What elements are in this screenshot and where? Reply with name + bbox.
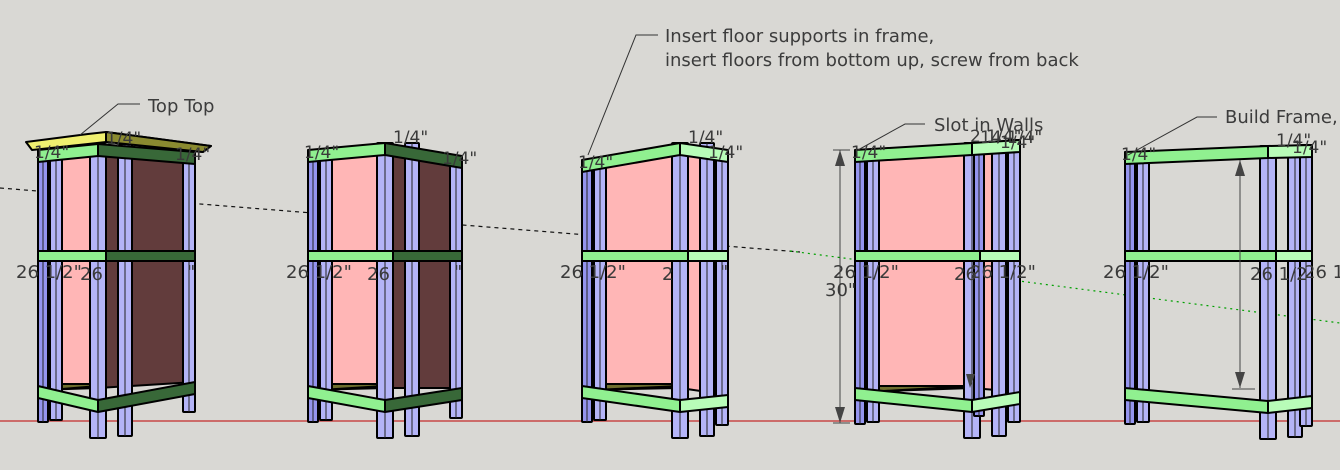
dimensions-step-5: 1/4"1/4"1/4"26 1/2"26 1/226 1/2 [1103,131,1340,285]
dimension-label: " [187,262,195,283]
top-rail-side [971,139,1021,156]
top-rail-side [1267,144,1313,159]
dimension-label: 1/4" [34,143,69,163]
green-dotted-axis [789,250,1340,324]
top-rail-side [679,142,729,163]
bottom-rail-side [97,381,196,413]
dimension-label: 26 1/2" [970,262,1036,283]
callout-insert-floor: Insert floor supports in frame, insert f… [587,26,1079,156]
cabinet-model-step-2 [307,142,463,439]
dimension-label: 26 1/2 [1304,262,1340,283]
height-dimension [833,149,850,424]
dimension-label: 2 [662,264,673,285]
callout-slot-walls: Slot in Walls [857,115,1043,151]
callout-label: Build Frame, [1225,107,1338,128]
leader-line [587,34,658,156]
mid-rail-side [1275,250,1313,262]
dimension-label: 1/4" [1000,133,1035,153]
slot-dimension [966,374,975,388]
bottom-rail-side [384,387,463,413]
mid-rail-front [854,250,981,262]
dimension-label: 1/4" [393,128,428,148]
callout-top-top: Top Top [79,96,214,136]
dimension-label: 14 1/4" [980,128,1042,148]
top-rail-side [384,142,463,169]
callout-build-frame: Build Frame, [1127,107,1338,156]
mid-rail-front [1124,250,1277,262]
dimension-label: 26 1/2" [1103,262,1169,283]
dimension-label: 1/4" [851,143,886,163]
bottom-rail-side [971,391,1021,413]
arrow-down-icon [835,407,845,423]
bottom-rail-side [1267,395,1313,414]
dimension-label: 1/4" [442,149,477,169]
dimension-label: 26 1/2" [833,262,899,283]
arrow-up-icon [1235,160,1245,176]
dimension-label: 26 1/2" [560,262,626,283]
dimension-label: 26 [367,264,390,285]
dimension-label: " [720,262,728,283]
dimension-label: 26 [954,264,977,285]
dimension-label: 26 1/2" [286,262,352,283]
leader-line [857,123,925,151]
dimension-label: 26 1/2 [1250,264,1308,285]
dimension-label: 1/4" [1292,138,1327,158]
callout-label: Slot in Walls [934,115,1043,136]
dimension-label: 1/4" [1276,131,1311,151]
dimension-label: 26 [80,264,103,285]
cabinet-model-step-3 [581,142,729,439]
cabinet-model-step-4 [854,139,1021,439]
cabinet-model-step-1 [25,131,212,439]
arrow-down-icon [1235,372,1245,388]
mid-rail-side [979,250,1021,262]
arrow-down-icon [966,374,975,388]
callout-label: Top Top [147,96,214,117]
dimension-label: 1/4" [175,145,210,165]
callout-label-line2: insert floors from bottom up, screw from… [665,50,1079,71]
top-rail-side [97,143,196,165]
bottom-rail-side [679,394,729,413]
dimension-label: 1/4" [304,143,339,163]
callout-label-line1: Insert floor supports in frame, [665,26,934,47]
dimension-label: 1/4" [106,129,141,149]
inner-height-dimension [1232,160,1255,390]
dimension-label: 30" [825,280,856,301]
arrow-up-icon [835,150,845,166]
dimension-label: 2 1/4" [970,127,1021,147]
side-panel [97,151,196,389]
top-cap-side [105,131,212,153]
mid-rail-front [37,250,107,262]
dimension-label: 1/4" [578,153,613,173]
dimensions-step-2: 1/4" 1/4" 1/4" 26 1/2" 26 " [286,128,477,285]
mid-rail-side [105,250,196,262]
leader-line [1127,116,1217,156]
mid-rail-front [307,250,394,262]
dimensions-step-3: 1/4"1/4"1/4"26 1/2"2" [560,128,743,285]
leader-line [79,103,140,136]
dimension-label: 26 1/2" [16,262,82,283]
dimension-label: " [454,262,462,283]
mid-rail-side [392,250,463,262]
mid-rail-side [687,250,729,262]
dimension-label: 1/4" [708,143,743,163]
dimensions-step-1: 1/4" 1/4" 1/4" 26 1/2"26 " [16,129,210,285]
dimension-label: 1/4" [1121,145,1156,165]
cabinet-model-step-5 [1124,144,1313,440]
dimension-label: 1/4" [688,128,723,148]
mid-rail-front [581,250,689,262]
